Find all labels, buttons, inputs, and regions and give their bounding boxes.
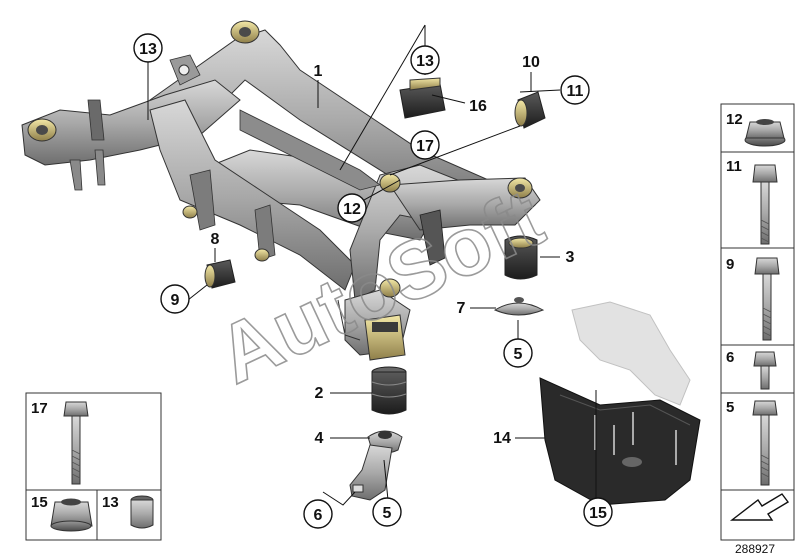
bolt-9-icon (754, 257, 780, 341)
callout-6: 6 (303, 499, 333, 529)
svg-text:14: 14 (493, 430, 511, 447)
svg-text:5: 5 (514, 346, 523, 363)
svg-text:13: 13 (139, 41, 157, 58)
callout-7: 7 (457, 300, 466, 317)
side-label-6: 6 (726, 349, 734, 366)
svg-text:16: 16 (469, 98, 487, 115)
bolt-6-icon (753, 351, 777, 390)
side-label-9: 9 (726, 256, 734, 273)
bushing-11 (514, 91, 546, 129)
svg-text:13: 13 (416, 53, 434, 70)
arrow-icon (729, 493, 790, 521)
control-arm-ghost (571, 301, 691, 406)
rubber-mount-right (504, 235, 538, 280)
lower-bracket (349, 444, 393, 501)
side-label-11: 11 (726, 158, 742, 175)
callout-16: 16 (469, 98, 487, 115)
svg-text:9: 9 (171, 292, 180, 309)
callout-13-buffer: 13 (410, 45, 440, 75)
washer (493, 297, 545, 316)
svg-text:8: 8 (211, 231, 220, 248)
bolt-5-icon (752, 400, 778, 486)
flange-nut-icon (744, 119, 786, 147)
rubber-mount-assembly (364, 314, 406, 361)
bolt-11-icon (752, 164, 778, 245)
callout-5-lower: 5 (372, 497, 402, 527)
leader-lines (147, 24, 597, 506)
svg-text:12: 12 (343, 201, 361, 218)
callout-10: 10 (522, 54, 540, 71)
rubber-buffer (399, 77, 446, 119)
callout-13-top: 13 (133, 33, 163, 63)
svg-text:6: 6 (314, 507, 323, 524)
svg-text:5: 5 (383, 505, 392, 522)
sleeve-nut-icon (130, 495, 154, 529)
rubber-mount (371, 366, 407, 415)
svg-text:17: 17 (416, 138, 434, 155)
svg-text:7: 7 (457, 300, 466, 317)
callout-1: 1 (314, 63, 323, 80)
callout-17: 17 (410, 130, 440, 160)
svg-text:10: 10 (522, 54, 540, 71)
svg-text:15: 15 (589, 505, 607, 522)
hex-nut-icon (50, 498, 93, 532)
diagram-reference-number: 288927 (735, 542, 775, 556)
callout-15: 15 (583, 497, 613, 527)
bolt-17-icon (63, 401, 89, 485)
side-label-5: 5 (726, 399, 734, 416)
bushing-9 (204, 259, 236, 289)
callout-12: 12 (337, 193, 367, 223)
fastener-side-panel: 12 11 9 6 5 (720, 103, 795, 541)
svg-text:2: 2 (315, 385, 324, 402)
callout-9: 9 (160, 284, 190, 314)
callout-8: 8 (211, 231, 220, 248)
callout-3: 3 (566, 249, 575, 266)
callout-11: 11 (560, 75, 590, 105)
callout-5-upper: 5 (503, 338, 533, 368)
bottom-label-17: 17 (31, 400, 48, 417)
side-label-12: 12 (726, 111, 743, 128)
svg-text:4: 4 (315, 430, 324, 447)
svg-text:11: 11 (567, 83, 584, 100)
fastener-bottom-panel: 17 15 13 (25, 392, 162, 541)
callout-14: 14 (493, 430, 511, 447)
bottom-label-15: 15 (31, 494, 48, 511)
callout-2: 2 (315, 385, 324, 402)
svg-text:1: 1 (314, 63, 323, 80)
bottom-label-13: 13 (102, 494, 119, 511)
svg-text:3: 3 (566, 249, 575, 266)
heat-shield (539, 377, 701, 506)
callout-4: 4 (315, 430, 324, 447)
